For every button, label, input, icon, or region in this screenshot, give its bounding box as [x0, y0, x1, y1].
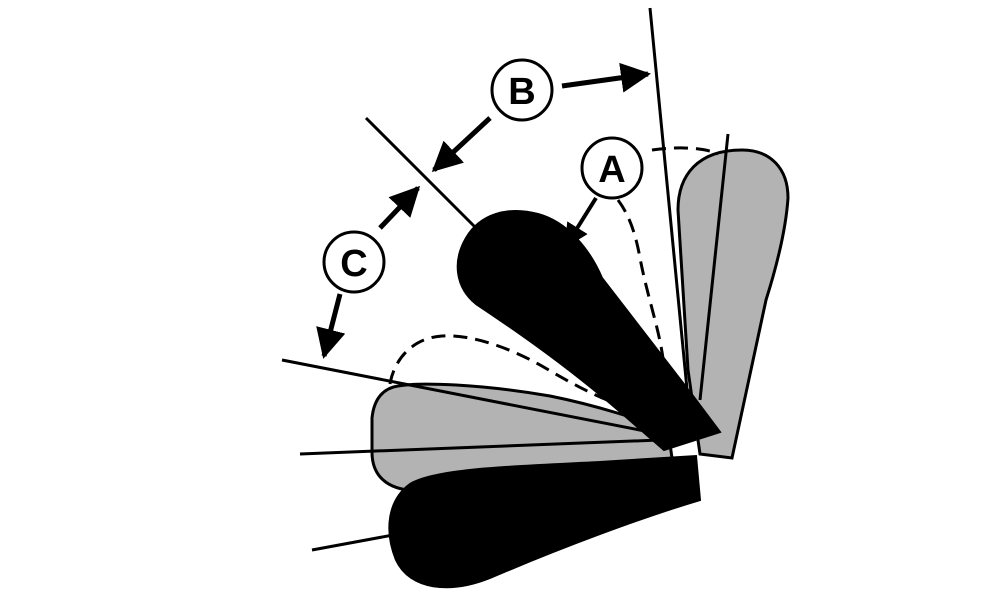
callout-b: B [490, 58, 554, 122]
arrow-b-to-diagonal [431, 116, 492, 173]
arrow-c-to-lower-line [316, 293, 346, 359]
angle-line-c-lower [281, 358, 651, 434]
svg-text:B: B [508, 71, 535, 113]
arrow-b-to-vertical-line [561, 62, 651, 93]
dashed-outline-reclined [388, 334, 619, 406]
angle-line-bottom [311, 528, 421, 552]
dashed-outline-upright [616, 199, 666, 367]
svg-text:A: A [598, 149, 625, 191]
angle-line-upright-seat [698, 133, 730, 401]
angle-line-diagonal [364, 116, 488, 240]
seat-back-upright-shaded [676, 148, 790, 460]
arrow-c-to-diagonal [378, 185, 421, 230]
callout-a: A [580, 136, 644, 200]
callout-c: C [322, 230, 386, 294]
dashed-outline-top [651, 146, 719, 156]
svg-text:C: C [340, 243, 367, 285]
angle-line-b-vertical [648, 7, 692, 421]
angle-line-horizontal [299, 438, 661, 456]
arrow-a-to-seat [564, 196, 598, 249]
seat-back-low-black [388, 454, 702, 589]
